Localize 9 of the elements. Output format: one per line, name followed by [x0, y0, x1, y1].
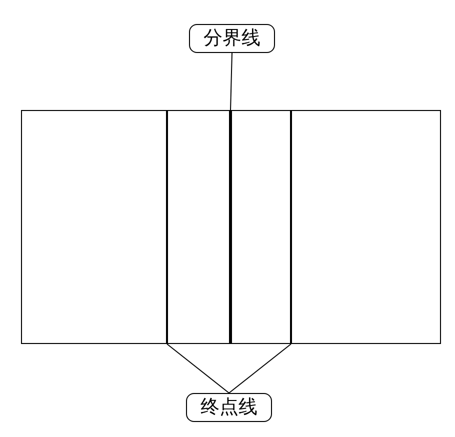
leader-line	[228, 344, 292, 394]
finish-line	[290, 110, 292, 344]
callout-label: 终点线	[186, 393, 272, 422]
field-rectangle	[21, 110, 441, 344]
center-line	[229, 110, 232, 344]
leader-line	[166, 344, 230, 394]
callout-label: 分界线	[189, 24, 275, 53]
finish-line	[166, 110, 168, 344]
leader-line	[230, 52, 232, 110]
